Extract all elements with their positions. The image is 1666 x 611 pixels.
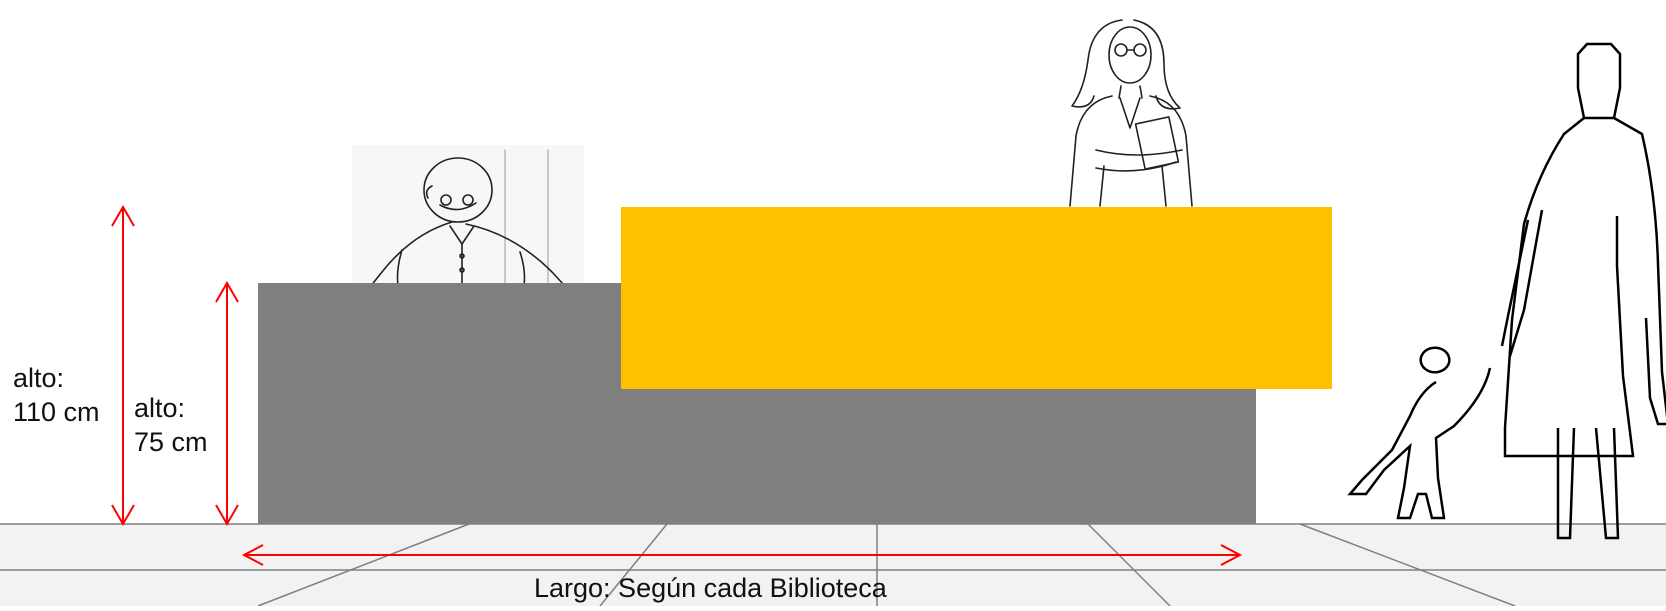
high-counter-110cm [621, 207, 1332, 389]
height-110cm-label-line2: 110 cm [13, 397, 100, 427]
height-75cm-label-line1: alto: [134, 393, 186, 423]
height-75cm-arrow [215, 281, 239, 526]
height-110cm-label-line1: alto: [13, 363, 65, 393]
floor [0, 523, 1666, 607]
length-label: Largo: Según cada Biblioteca [534, 573, 887, 603]
height-75cm-label-line2: 75 cm [134, 427, 208, 457]
adult-and-child-outline-icon [1347, 42, 1666, 540]
height-75cm-label: alto: 75 cm [134, 391, 208, 459]
height-110cm-arrow [111, 205, 135, 526]
seated-man-reading-sketch-icon [352, 145, 584, 288]
height-110cm-label: alto: 110 cm [13, 361, 100, 429]
length-arrow [241, 544, 1243, 566]
standing-woman-with-book-sketch-icon [1069, 19, 1193, 207]
